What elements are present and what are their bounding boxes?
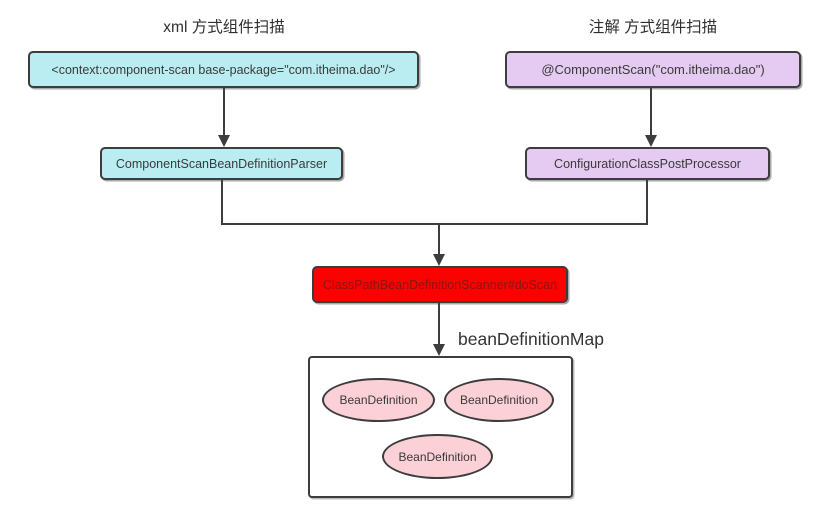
bean-definition-ellipse: BeanDefinition	[322, 378, 435, 422]
bean-definition-ellipse: BeanDefinition	[382, 434, 493, 479]
annotation-branch-title: 注解 方式组件扫描	[588, 19, 718, 36]
xml-branch-title: xml 方式组件扫描	[163, 19, 285, 36]
configuration-class-post-processor-node: ConfigurationClassPostProcessor	[525, 147, 770, 180]
component-scan-bean-definition-parser-node: ComponentScanBeanDefinitionParser	[100, 147, 343, 180]
bean-definition-ellipse: BeanDefinition	[444, 378, 554, 422]
annotation-component-scan-node: @ComponentScan("com.itheima.dao")	[505, 51, 801, 88]
class-path-bean-definition-scanner-doscan-node: ClassPathBeanDefinitionScanner#doScan	[312, 266, 568, 303]
bean-definition-map-label: beanDefinitionMap	[458, 329, 604, 349]
xml-component-scan-node: <context:component-scan base-package="co…	[28, 51, 419, 88]
